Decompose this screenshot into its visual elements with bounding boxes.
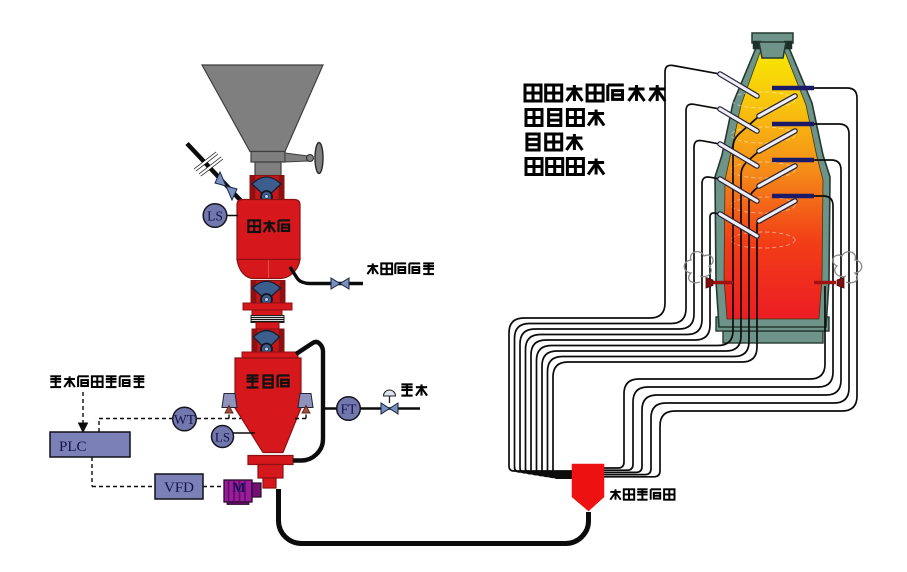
svg-text:M: M [232,481,245,496]
svg-text:LS: LS [215,430,230,445]
svg-text:VFD: VFD [164,480,194,496]
svg-text:WT: WT [174,412,196,427]
svg-text:PLC: PLC [59,439,87,455]
svg-text:LS: LS [207,209,223,224]
svg-text:FT: FT [341,402,358,417]
